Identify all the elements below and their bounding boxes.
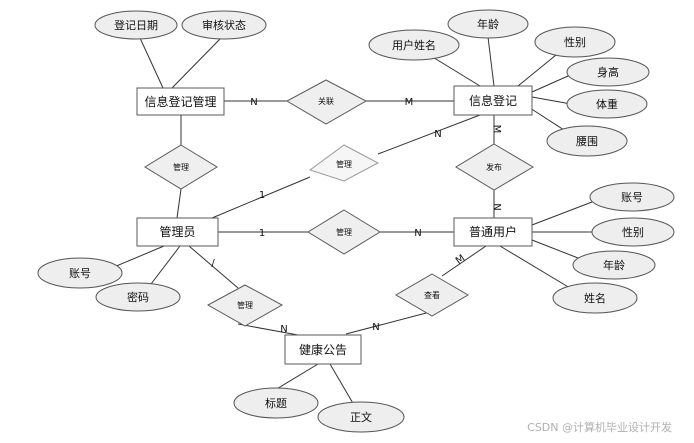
card-admin-user: 1 (259, 228, 265, 239)
svg-text:身高: 身高 (597, 65, 619, 79)
svg-text:标题: 标题 (265, 396, 287, 410)
svg-text:登记日期: 登记日期 (114, 18, 158, 32)
svg-text:腰围: 腰围 (576, 135, 598, 148)
edge-manage-notice-notice (237, 323, 299, 336)
entity-info-mgmt: 信息登记管理 (136, 87, 225, 116)
attr-weight: 体重 (566, 89, 648, 119)
rel-view: 查看 (395, 273, 469, 317)
attr-user-age: 年龄 (572, 250, 656, 280)
attr-user-name: 用户姓名 (368, 29, 460, 61)
card-mgmt-link: N (250, 97, 257, 108)
card-reg-admin: N (434, 129, 441, 140)
svg-text:正文: 正文 (350, 410, 372, 424)
svg-text:审核状态: 审核状态 (202, 18, 246, 32)
attr-user-account: 账号 (589, 182, 675, 212)
svg-text:体重: 体重 (596, 97, 618, 111)
edge-admin-password (147, 245, 181, 289)
card-user-admin: N (414, 228, 421, 239)
attr-user-gender: 性别 (591, 217, 675, 247)
attr-age: 年龄 (447, 9, 529, 39)
rel-publish: 发布 (455, 143, 534, 191)
svg-text:发布: 发布 (486, 162, 502, 172)
svg-text:关联: 关联 (318, 96, 334, 106)
edge-manage-reg-reg (377, 114, 481, 155)
attr-waist: 腰围 (546, 125, 628, 157)
svg-text:管理: 管理 (336, 159, 352, 169)
entity-notice: 健康公告 (284, 334, 362, 365)
svg-text:密码: 密码 (127, 290, 149, 304)
card-reg-publish: M (491, 125, 502, 134)
card-notice-admin: N (280, 324, 287, 335)
entities: 信息登记管理 信息登记 管理员 普通用户 健康公告 (136, 85, 533, 365)
edge-view-notice (345, 311, 431, 335)
edge-admin-manage-notice (188, 245, 239, 289)
watermark: CSDN @计算机毕业设计开发 (527, 420, 672, 434)
edge-admin-manage-reg (211, 176, 311, 219)
svg-text:普通用户: 普通用户 (469, 224, 517, 239)
attributes: 登记日期 审核状态 用户姓名 年龄 性别 身高 体重 腰围 (37, 9, 675, 433)
svg-text:性别: 性别 (622, 225, 644, 239)
rel-link: 关联 (285, 79, 368, 125)
rel-manage-notice: 管理 (206, 284, 284, 327)
svg-text:管理员: 管理员 (159, 224, 195, 239)
svg-text:用户姓名: 用户姓名 (392, 38, 436, 52)
card-admin-reg: 1 (259, 190, 265, 201)
edge-reg-age (487, 36, 495, 87)
entity-info-reg: 信息登记 (453, 85, 533, 116)
svg-text:账号: 账号 (69, 267, 91, 280)
svg-text:账号: 账号 (621, 191, 643, 204)
entity-admin: 管理员 (136, 217, 219, 247)
edge-mgmt-date (139, 37, 164, 89)
rel-manage-user: 管理 (307, 209, 381, 255)
edge-admin-account (113, 245, 165, 268)
entity-user: 普通用户 (453, 217, 533, 247)
relationships: 关联 管理 管理 发布 管理 管理 查看 (144, 79, 534, 327)
attr-admin-account: 账号 (37, 257, 123, 289)
rel-manage-info-reg: 管理 (308, 144, 380, 182)
card-publish-user: N (491, 203, 502, 210)
attr-notice-body: 正文 (317, 401, 405, 433)
svg-text:年龄: 年龄 (603, 258, 625, 272)
svg-text:信息登记管理: 信息登记管理 (144, 94, 216, 109)
attr-gender: 性别 (534, 26, 616, 58)
svg-text:姓名: 姓名 (584, 291, 606, 305)
svg-text:信息登记: 信息登记 (469, 93, 517, 108)
edge-user-view (441, 245, 487, 277)
attr-admin-password: 密码 (95, 282, 181, 312)
edge-mgmt-status (171, 37, 222, 89)
svg-text:查看: 查看 (424, 290, 440, 300)
edge-manage-admin (176, 188, 182, 219)
edge-notice-title (274, 363, 319, 391)
attr-notice-title: 标题 (233, 387, 319, 419)
edge-reg-weight (531, 96, 572, 105)
svg-text:健康公告: 健康公告 (299, 342, 347, 357)
attr-review-status: 审核状态 (181, 10, 267, 40)
attr-height: 身高 (566, 57, 650, 87)
edge-reg-waist (529, 107, 565, 131)
svg-text:管理: 管理 (336, 227, 352, 237)
svg-text:管理: 管理 (237, 300, 253, 310)
svg-text:管理: 管理 (173, 162, 189, 172)
attr-user-name: 姓名 (552, 282, 638, 314)
card-link-reg: M (405, 97, 414, 108)
svg-text:性别: 性别 (564, 35, 586, 49)
rel-manage-info-mgmt: 管理 (144, 144, 218, 190)
attr-register-date: 登记日期 (94, 10, 178, 40)
edge-notice-body (329, 363, 355, 406)
edge-user-name (499, 245, 571, 289)
card-user-view: M (454, 253, 467, 267)
edge-user-account (531, 201, 593, 226)
edge-user-age (531, 239, 579, 259)
svg-text:年龄: 年龄 (477, 17, 499, 31)
card-admin-notice: / (211, 258, 215, 269)
card-view-notice: N (372, 322, 379, 333)
